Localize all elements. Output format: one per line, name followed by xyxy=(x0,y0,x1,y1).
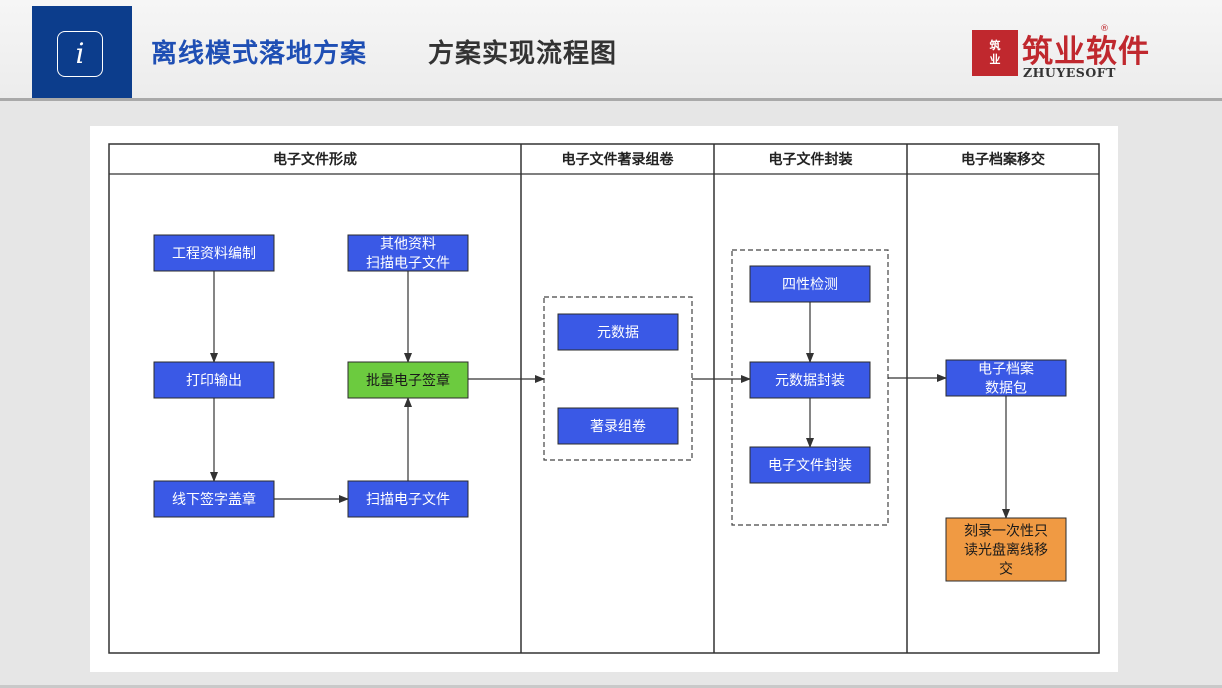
swimlane-header-lane-cataloging: 电子文件著录组卷 xyxy=(562,151,675,168)
swimlane-header-lane-packaging: 电子文件封装 xyxy=(769,151,854,168)
flow-node-box xyxy=(749,446,871,484)
logo-emblem-char: 筑 xyxy=(989,39,1001,52)
flow-node-label: 刻录一次性只 xyxy=(964,524,1048,540)
flow-node-label: 扫描电子文件 xyxy=(366,256,450,272)
flowchart-diagram: 电子文件形成电子文件著录组卷电子文件封装电子档案移交 工程资料编制打印输出线下签… xyxy=(108,143,1100,654)
header-bar: i 离线模式落地方案 方案实现流程图 筑 业 筑业软件 ® ZHUYESOFT xyxy=(0,0,1222,101)
swimlane-header-lane-transfer: 电子档案移交 xyxy=(961,151,1045,168)
swimlane-header-lane-formation: 电子文件形成 xyxy=(273,151,357,168)
page-subtitle: 方案实现流程图 xyxy=(428,39,618,69)
logo-emblem-icon: 筑 业 xyxy=(972,30,1018,76)
flow-node-label: 批量电子签章 xyxy=(366,372,450,389)
flow-node-label: 交 xyxy=(999,561,1013,578)
page-title: 离线模式落地方案 xyxy=(151,39,368,69)
header-divider xyxy=(0,98,1222,101)
logo-name: 筑业软件 xyxy=(1022,34,1150,70)
flow-node-box xyxy=(945,517,1067,582)
flow-node-metadata: 元数据 xyxy=(557,313,679,351)
flow-node-four-check: 四性检测 xyxy=(749,265,871,303)
flow-node-file-pack: 电子文件封装 xyxy=(749,446,871,484)
flow-node-box xyxy=(153,234,275,272)
swimlane-frame xyxy=(108,143,1100,654)
flow-node-label: 数据包 xyxy=(985,381,1027,397)
flow-node-box xyxy=(347,234,469,272)
flow-node-meta-pack: 元数据封装 xyxy=(749,361,871,399)
flow-node-label: 元数据封装 xyxy=(775,373,845,389)
flow-node-label: 线下签字盖章 xyxy=(172,491,256,508)
flow-node-label: 电子档案 xyxy=(978,361,1034,378)
flow-node-box xyxy=(347,480,469,518)
flow-node-box xyxy=(153,361,275,399)
flow-node-label: 工程资料编制 xyxy=(172,246,256,262)
flow-node-label: 四性检测 xyxy=(782,277,838,293)
flow-node-label: 打印输出 xyxy=(186,372,242,389)
flow-node-print: 打印输出 xyxy=(153,361,275,399)
flow-node-box xyxy=(557,407,679,445)
header-icon-block: i xyxy=(32,6,132,101)
flow-node-catalog: 著录组卷 xyxy=(557,407,679,445)
flow-node-label: 著录组卷 xyxy=(590,419,646,435)
flow-node-box xyxy=(153,480,275,518)
flow-node-label: 读光盘离线移 xyxy=(964,542,1048,559)
group-packaging-box xyxy=(731,249,889,526)
logo-emblem-char: 业 xyxy=(989,53,1001,66)
info-icon: i xyxy=(57,31,103,77)
flow-node-box xyxy=(347,361,469,399)
flow-node-label: 元数据 xyxy=(597,325,639,341)
flow-node-compile: 工程资料编制 xyxy=(153,234,275,272)
flow-node-label: 电子文件封装 xyxy=(768,458,852,474)
footer-divider xyxy=(0,685,1222,688)
flow-node-label: 扫描电子文件 xyxy=(366,492,450,508)
logo-name-en: ZHUYESOFT xyxy=(1023,65,1116,80)
flow-node-box xyxy=(749,265,871,303)
flow-node-label: 其他资料 xyxy=(380,237,436,253)
flow-node-box xyxy=(749,361,871,399)
flow-node-box xyxy=(945,359,1067,397)
flow-node-scan: 扫描电子文件 xyxy=(347,480,469,518)
logo-registered-mark: ® xyxy=(1100,24,1109,34)
flow-node-box xyxy=(557,313,679,351)
company-logo: 筑 业 筑业软件 ® ZHUYESOFT xyxy=(970,24,1160,82)
diagram-panel: 电子文件形成电子文件著录组卷电子文件封装电子档案移交 工程资料编制打印输出线下签… xyxy=(90,126,1118,672)
flow-node-offline-sign: 线下签字盖章 xyxy=(153,480,275,518)
flow-node-batch-sign: 批量电子签章 xyxy=(347,361,469,399)
